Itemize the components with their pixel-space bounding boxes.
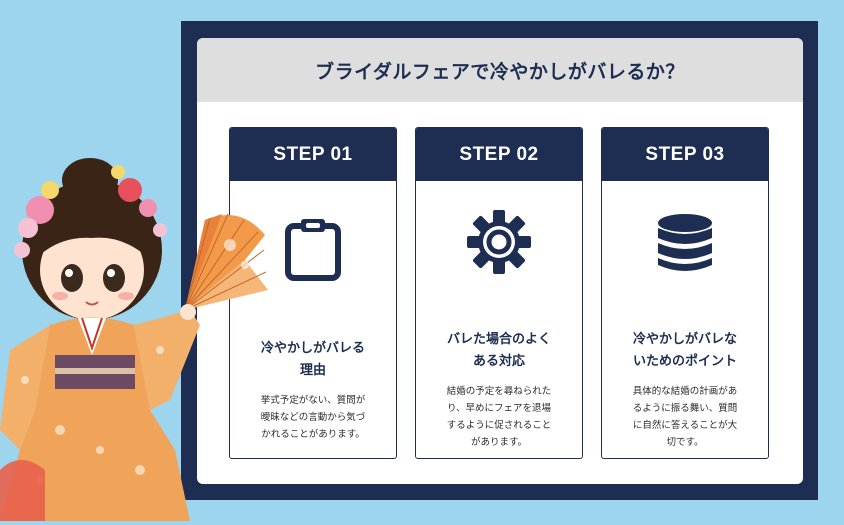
card-heading-2: バレた場合のよく ある対応 [424,329,574,373]
card-heading-1: 冷やかしがバレる 理由 [238,338,388,382]
kimono-girl-illustration [0,150,270,525]
step-label-3: STEP 03 [602,128,768,181]
card-heading-1-line1: 冷やかしがバレる [260,341,365,356]
card-body-1: 挙式予定がない、質問が 曖昧などの言動から気づ かれることがあります。 [242,392,384,443]
step-label-2: STEP 02 [416,128,582,181]
card-body-1-line2: 曖昧などの言動から気づ [260,412,366,423]
step-card-1: STEP 01 冷やかしがバレる 理由 挙式予定がない、質問が 曖昧などの言動か… [229,127,397,459]
card-body-1-line3: かれることがあります。 [261,429,365,440]
card-body-3-line2: るように振る舞い、質問 [632,403,738,414]
step-card-3: STEP 03 冷やかしがバレな いためのポイント 具体的な結婚の計画があ るよ… [601,127,769,459]
card-body-2-line2: り、早めにフェアを退場 [446,403,552,414]
step-label-1: STEP 01 [230,128,396,181]
card-heading-3-line2: いためのポイント [632,354,737,369]
card-heading-3-line1: 冷やかしがバレな [632,332,737,347]
database-icon [602,212,768,276]
card-body-1-line1: 挙式予定がない、質問が [260,395,366,406]
gear-icon [416,208,582,276]
card-heading-1-line2: 理由 [299,363,326,378]
card-body-3-line1: 具体的な結婚の計画があ [632,386,738,397]
card-body-2-line3: するように促されること [446,420,552,431]
panel-header: ブライダルフェアで冷やかしがバレるか？ [197,38,803,102]
folding-fan-icon [184,213,268,311]
card-heading-2-line1: バレた場合のよく [446,332,551,347]
card-body-3: 具体的な結婚の計画があ るように振る舞い、質問 に自然に答えることが大 切です。 [614,383,756,451]
card-body-3-line3: に自然に答えることが大 [632,420,738,431]
hair-flowers-icon [14,165,167,258]
clipboard-icon [230,216,396,282]
card-body-3-line4: 切です。 [666,437,704,448]
card-body-2: 結婚の予定を尋ねられた り、早めにフェアを退場 するように促されること がありま… [428,383,570,451]
step-card-2: STEP 02 バレた場合のよく ある対応 結婚の予定を尋ねられた り、早めにフ… [415,127,583,459]
card-body-2-line4: があります。 [470,437,528,448]
panel-title: ブライダルフェアで冷やかしがバレるか？ [315,60,685,83]
card-body-2-line1: 結婚の予定を尋ねられた [446,386,552,397]
card-heading-2-line2: ある対応 [472,354,525,369]
card-heading-3: 冷やかしがバレな いためのポイント [610,329,760,373]
